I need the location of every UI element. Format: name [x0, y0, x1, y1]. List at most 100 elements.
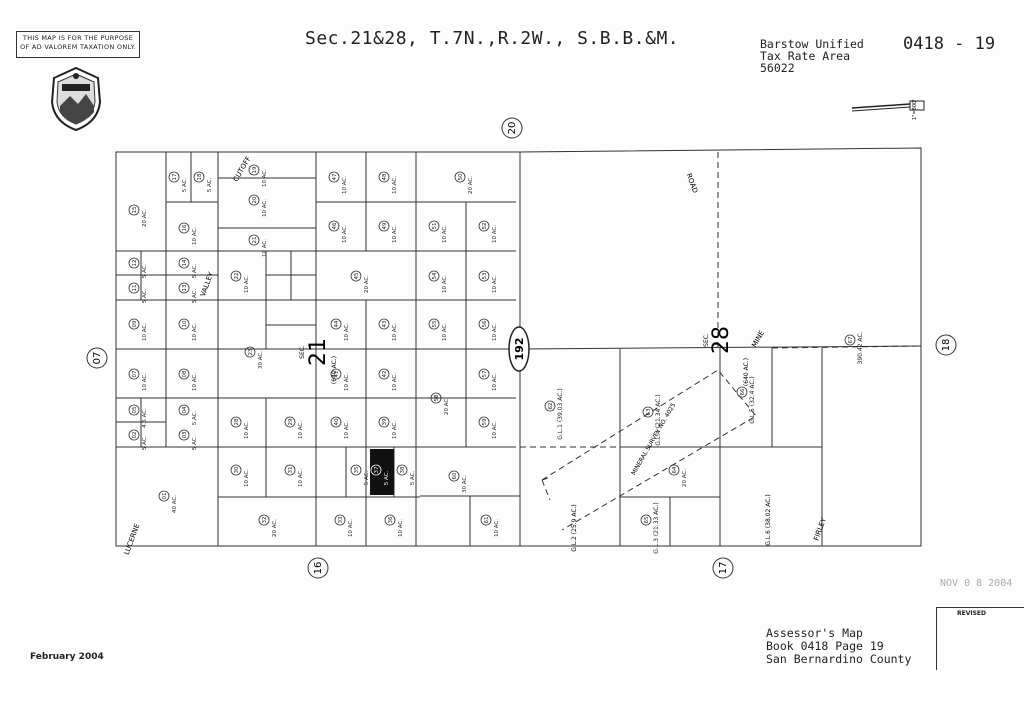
parcel-43-marker[interactable] [378, 318, 390, 330]
parcel-16-marker[interactable] [178, 222, 190, 234]
government-lot-label: G.L.2 (25.9 AC.) [571, 504, 578, 552]
parcel-65-area: G.L.3 (21.33 AC.) [653, 502, 660, 553]
parcel-37-marker[interactable] [370, 464, 382, 476]
parcel-57-marker[interactable] [478, 368, 490, 380]
adjacent-page-west[interactable]: 07 [92, 352, 103, 365]
parcel-20-marker[interactable] [248, 194, 260, 206]
scale-arrow-icon: 1"=800' [851, 99, 925, 120]
parcel-22-marker[interactable] [230, 270, 242, 282]
parcel-23-marker[interactable] [244, 346, 256, 358]
parcel-64-marker[interactable] [668, 464, 680, 476]
parcel-46-marker[interactable] [328, 220, 340, 232]
parcel-13-marker[interactable] [178, 282, 190, 294]
parcel-49-marker[interactable] [378, 220, 390, 232]
parcel-51-marker[interactable] [428, 220, 440, 232]
parcel-35-number: 35 [354, 466, 360, 473]
adjacent-page-east[interactable]: 18 [941, 339, 952, 352]
road-valley: VALLEY [199, 270, 216, 297]
parcel-29-number: 29 [288, 418, 294, 425]
parcel-56-marker[interactable] [478, 318, 490, 330]
parcel-17-area: 5 AC. [182, 178, 188, 193]
parcel-01-marker[interactable] [158, 490, 170, 502]
district-name: Barstow Unified [760, 37, 864, 51]
parcel-12-marker[interactable] [128, 257, 140, 269]
parcel-35-marker[interactable] [350, 464, 362, 476]
parcel-52-marker[interactable] [478, 220, 490, 232]
parcel-60-marker[interactable] [448, 470, 460, 482]
parcel-10-marker[interactable] [178, 318, 190, 330]
parcel-55-marker[interactable] [428, 318, 440, 330]
parcel-42-marker[interactable] [378, 368, 390, 380]
parcel-48-marker[interactable] [378, 171, 390, 183]
adjacent-page-north[interactable]: 20 [507, 122, 518, 135]
parcel-31-marker[interactable] [284, 464, 296, 476]
taxation-notice: THIS MAP IS FOR THE PURPOSE OF AD VALORE… [16, 31, 140, 58]
adjacent-page-south-east[interactable]: 17 [718, 562, 729, 575]
parcel-09-marker[interactable] [128, 318, 140, 330]
parcel-12-area: 5 AC. [142, 264, 148, 279]
parcel-56-number: 56 [482, 320, 488, 327]
parcel-17-number: 17 [172, 173, 178, 180]
parcel-22-area: 10 AC. [244, 275, 250, 293]
parcel-21-marker[interactable] [248, 234, 260, 246]
parcel-05-area: 4.5 AC. [142, 408, 148, 428]
parcel-58-marker[interactable] [430, 392, 442, 404]
parcel-62-marker[interactable] [544, 400, 556, 412]
parcel-07-marker[interactable] [128, 368, 140, 380]
book-page-number: 0418 - 19 [903, 34, 996, 54]
parcel-32-marker[interactable] [258, 514, 270, 526]
parcel-03-marker[interactable] [178, 429, 190, 441]
parcel-40-marker[interactable] [330, 416, 342, 428]
parcel-51-number: 51 [432, 223, 438, 230]
parcel-65-marker[interactable] [640, 514, 652, 526]
parcel-39-marker[interactable] [378, 416, 390, 428]
parcel-35-area: 5 AC. [364, 471, 370, 486]
parcel-18-number: 18 [197, 173, 203, 180]
parcel-40-area: 10 AC. [344, 421, 350, 439]
parcel-16-number: 16 [182, 224, 188, 231]
parcel-08-marker[interactable] [178, 368, 190, 380]
parcel-11-marker[interactable] [128, 282, 140, 294]
parcel-14-marker[interactable] [178, 257, 190, 269]
parcel-45-marker[interactable] [350, 270, 362, 282]
parcel-57-area: 10 AC. [492, 373, 498, 391]
parcel-41-marker[interactable] [330, 368, 342, 380]
parcel-04-marker[interactable] [178, 404, 190, 416]
parcel-28-marker[interactable] [230, 416, 242, 428]
parcel-44-marker[interactable] [330, 318, 342, 330]
parcel-15-marker[interactable] [128, 204, 140, 216]
parcel-17-marker[interactable] [168, 171, 180, 183]
parcel-37-area: 5 AC. [384, 471, 390, 486]
parcel-30-marker[interactable] [230, 464, 242, 476]
parcel-54-marker[interactable] [428, 270, 440, 282]
parcel-29-marker[interactable] [284, 416, 296, 428]
parcel-07-number: 07 [132, 370, 138, 377]
parcel-20-area: 10 AC. [262, 199, 268, 217]
parcel-54-area: 10 AC. [442, 275, 448, 293]
section-21-label: 21 [306, 338, 331, 366]
parcel-63-marker[interactable] [642, 406, 654, 418]
parcel-67-marker[interactable] [844, 334, 856, 346]
parcel-60-area: 30 AC. [462, 475, 468, 493]
parcel-59-marker[interactable] [478, 416, 490, 428]
parcel-38-marker[interactable] [396, 464, 408, 476]
parcel-66-number: 66 [740, 388, 746, 395]
parcel-63-number: 63 [646, 408, 652, 415]
parcel-66-marker[interactable] [736, 386, 748, 398]
parcel-50-marker[interactable] [454, 171, 466, 183]
parcel-47-marker[interactable] [328, 171, 340, 183]
adjacent-page-south-west[interactable]: 16 [313, 562, 324, 575]
parcel-05-marker[interactable] [128, 404, 140, 416]
parcel-33-marker[interactable] [334, 514, 346, 526]
parcel-18-marker[interactable] [193, 171, 205, 183]
parcel-19-marker[interactable] [248, 164, 260, 176]
parcel-11-area: 5 AC. [142, 289, 148, 304]
parcel-41-number: 41 [334, 371, 340, 378]
parcel-36-marker[interactable] [384, 514, 396, 526]
parcel-51-area: 10 AC. [442, 225, 448, 243]
parcel-02-marker[interactable] [128, 429, 140, 441]
parcel-53-marker[interactable] [478, 270, 490, 282]
parcel-61-marker[interactable] [480, 514, 492, 526]
government-lot-labels: G.L.2 (25.9 AC.)G.L.6 (38.02 AC.) [571, 494, 772, 551]
